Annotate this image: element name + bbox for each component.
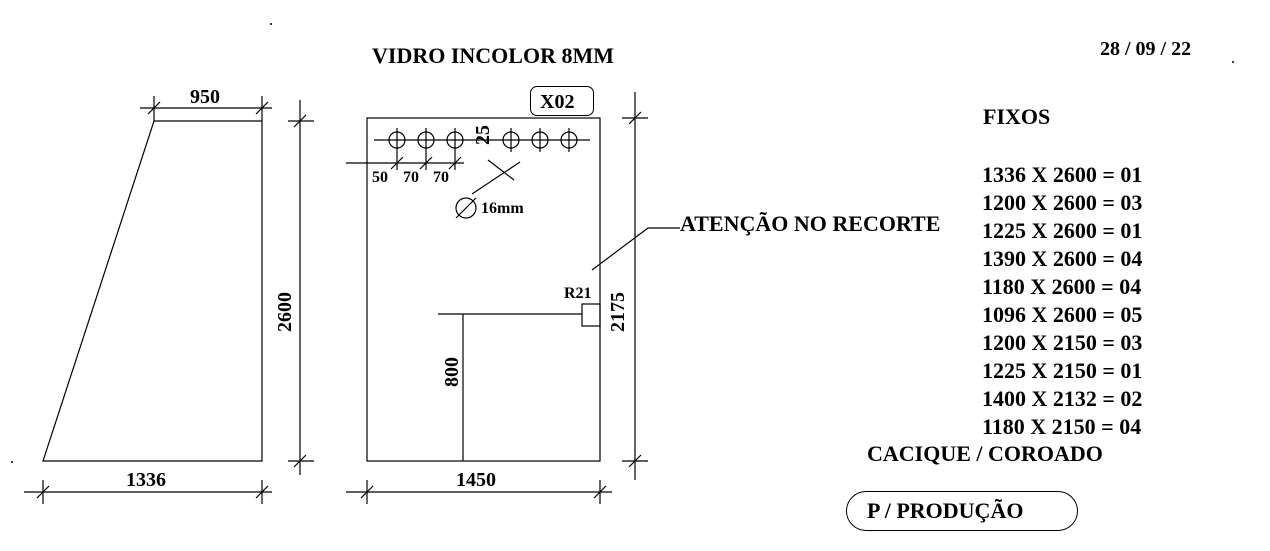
- hole-offset-label: 25: [472, 125, 494, 145]
- fixo-item: 1180 X 2150 = 04: [982, 414, 1142, 439]
- cut-notch: [581, 303, 601, 327]
- cut-attention-note: ATENÇÃO NO RECORTE: [680, 211, 941, 236]
- hole-spacing-3: 70: [433, 169, 449, 186]
- fixo-item: 1336 X 2600 = 01: [982, 162, 1143, 187]
- fixo-item: 1200 X 2600 = 03: [982, 190, 1143, 215]
- hole-spacing-1: 50: [372, 169, 388, 186]
- left-height-label: 2600: [274, 292, 296, 332]
- left-bottom-width-label: 1336: [126, 469, 166, 491]
- right-width-label: 1450: [456, 469, 496, 491]
- left-glass-outline: [42, 120, 263, 462]
- fixos-list: 1336 X 2600 = 01 1200 X 2600 = 03 1225 X…: [982, 161, 1142, 441]
- fixo-item: 1200 X 2150 = 03: [982, 330, 1143, 355]
- right-height-label: 2175: [607, 292, 629, 332]
- production-button-label: P / PRODUÇÃO: [867, 498, 1024, 523]
- diameter-symbol: [455, 197, 477, 219]
- fixo-item: 1400 X 2132 = 02: [982, 386, 1143, 411]
- drawing-title: VIDRO INCOLOR 8MM: [372, 43, 614, 68]
- fixo-item: 1225 X 2150 = 01: [982, 358, 1143, 383]
- fixo-item: 1180 X 2600 = 04: [982, 274, 1142, 299]
- piece-tag: X02: [540, 91, 575, 113]
- drawing-date: 28 / 09 / 22: [1100, 38, 1192, 60]
- leader-hole-diameter: [471, 161, 521, 195]
- piece-tag-box: X02: [530, 86, 594, 116]
- leader-note: [591, 227, 649, 271]
- fixo-item: 1096 X 2600 = 05: [982, 302, 1143, 327]
- production-button[interactable]: P / PRODUÇÃO: [846, 491, 1078, 531]
- left-top-width-label: 950: [190, 86, 220, 108]
- client-label: CACIQUE / COROADO: [867, 441, 1103, 466]
- radius-label: R21: [564, 285, 592, 302]
- fixo-item: 1390 X 2600 = 04: [982, 246, 1143, 271]
- cut-height-label: 800: [441, 357, 463, 387]
- fixo-item: 1225 X 2600 = 01: [982, 218, 1143, 243]
- hole-spacing-2: 70: [403, 169, 419, 186]
- hole-diameter-label: 16mm: [481, 200, 524, 217]
- fixos-heading: FIXOS: [983, 104, 1051, 129]
- right-glass-outline: [366, 117, 601, 462]
